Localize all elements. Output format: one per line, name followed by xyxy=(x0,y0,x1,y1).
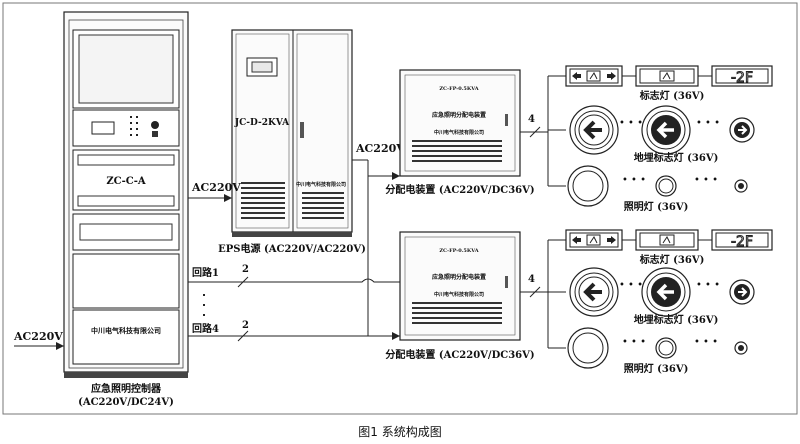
controller-name: 应急照明控制器 xyxy=(91,382,162,395)
ellipsis: • • • xyxy=(619,280,643,291)
distribution-box-top xyxy=(399,69,521,177)
emergency-light-small xyxy=(734,341,748,355)
emergency-light-small xyxy=(734,179,748,193)
exit-sign-lamp-bidirectional xyxy=(565,229,623,251)
buried-sign-lamp xyxy=(641,105,691,155)
dist-bottom-label: 分配电装置 (AC220V/DC36V) xyxy=(385,348,534,361)
loop4-label: 回路4 xyxy=(192,322,219,335)
ellipsis: • • • xyxy=(696,280,720,291)
emergency-light xyxy=(655,175,677,197)
ellipsis: • • • xyxy=(622,337,646,348)
buried-sign-lamp xyxy=(569,267,619,317)
top-buried-label: 地埋标志灯 (36V) xyxy=(634,151,719,164)
eps-model: JC-D-2KVA xyxy=(234,118,290,128)
exit-sign-lamp xyxy=(635,65,699,87)
loop4-count: 2 xyxy=(242,320,249,331)
arrow-icon xyxy=(224,194,232,202)
exit-sign-lamp-bidirectional xyxy=(565,65,623,87)
floor-sign-lamp xyxy=(711,65,773,87)
top-light-label: 照明灯 (36V) xyxy=(624,200,689,213)
dist-top-label: 分配电装置 (AC220V/DC36V) xyxy=(385,183,534,196)
buried-sign-lamp xyxy=(641,267,691,317)
distribution-box-bottom xyxy=(399,231,521,341)
ac-out-eps-label: AC220V xyxy=(355,142,405,155)
buried-sign-lamp xyxy=(569,105,619,155)
bottom-light-label: 照明灯 (36V) xyxy=(624,362,689,375)
eps-label: EPS电源 (AC220V/AC220V) xyxy=(218,242,366,255)
bottom-buried-label: 地埋标志灯 (36V) xyxy=(634,313,719,326)
loop1-count: 2 xyxy=(242,264,249,275)
floor-sign-text: -2F xyxy=(731,70,753,86)
wiring xyxy=(14,75,566,349)
emergency-light xyxy=(567,165,609,207)
emergency-light xyxy=(655,337,677,359)
diagram-frame xyxy=(2,2,798,415)
buried-sign-lamp-small xyxy=(729,279,755,305)
ellipsis: • • • xyxy=(694,175,718,186)
controller-spec: (AC220V/DC24V) xyxy=(78,397,174,408)
eps-maker: 中川电气科技有限公司 xyxy=(296,181,346,188)
controller-cabinet: ZC-C-A 中川电气科技有限公司 xyxy=(63,11,189,378)
exit-sign-lamp xyxy=(635,229,699,251)
ellipsis: • • • xyxy=(622,175,646,186)
arrow-icon xyxy=(392,332,400,340)
arrow-icon xyxy=(56,342,64,350)
floor-sign-text: -2F xyxy=(731,234,753,250)
dist-top-name: 应急照明分配电装置 xyxy=(432,111,486,119)
loop1-label: 回路1 xyxy=(192,266,219,279)
emergency-light xyxy=(567,327,609,369)
dist-top-maker: 中川电气科技有限公司 xyxy=(434,129,484,136)
bottom-wire-count: 4 xyxy=(528,274,535,285)
dist-bottom-name: 应急照明分配电装置 xyxy=(432,273,486,281)
top-wire-count: 4 xyxy=(528,114,535,125)
bottom-sign-label: 标志灯 (36V) xyxy=(639,253,705,266)
ellipsis: • • • xyxy=(694,337,718,348)
ellipsis: • • • xyxy=(619,118,643,129)
buried-sign-lamp-small xyxy=(729,117,755,143)
arrow-icon xyxy=(392,172,400,180)
figure-caption: 图1 系统构成图 xyxy=(358,424,441,439)
eps-cabinet xyxy=(231,29,353,237)
floor-sign-lamp xyxy=(711,229,773,251)
dist-bottom-model: ZC-FP-0.5KVA xyxy=(439,248,478,254)
ac-in-left-label: AC220V xyxy=(13,330,63,343)
ac-in-eps-label: AC220V xyxy=(191,181,241,194)
controller-model: ZC-C-A xyxy=(106,176,146,187)
dist-bottom-maker: 中川电气科技有限公司 xyxy=(434,291,484,298)
controller-maker: 中川电气科技有限公司 xyxy=(91,326,161,335)
loop-ellipsis xyxy=(203,294,205,316)
ellipsis: • • • xyxy=(696,118,720,129)
top-sign-label: 标志灯 (36V) xyxy=(639,89,705,102)
dist-top-model: ZC-FP-0.5KVA xyxy=(439,86,478,92)
